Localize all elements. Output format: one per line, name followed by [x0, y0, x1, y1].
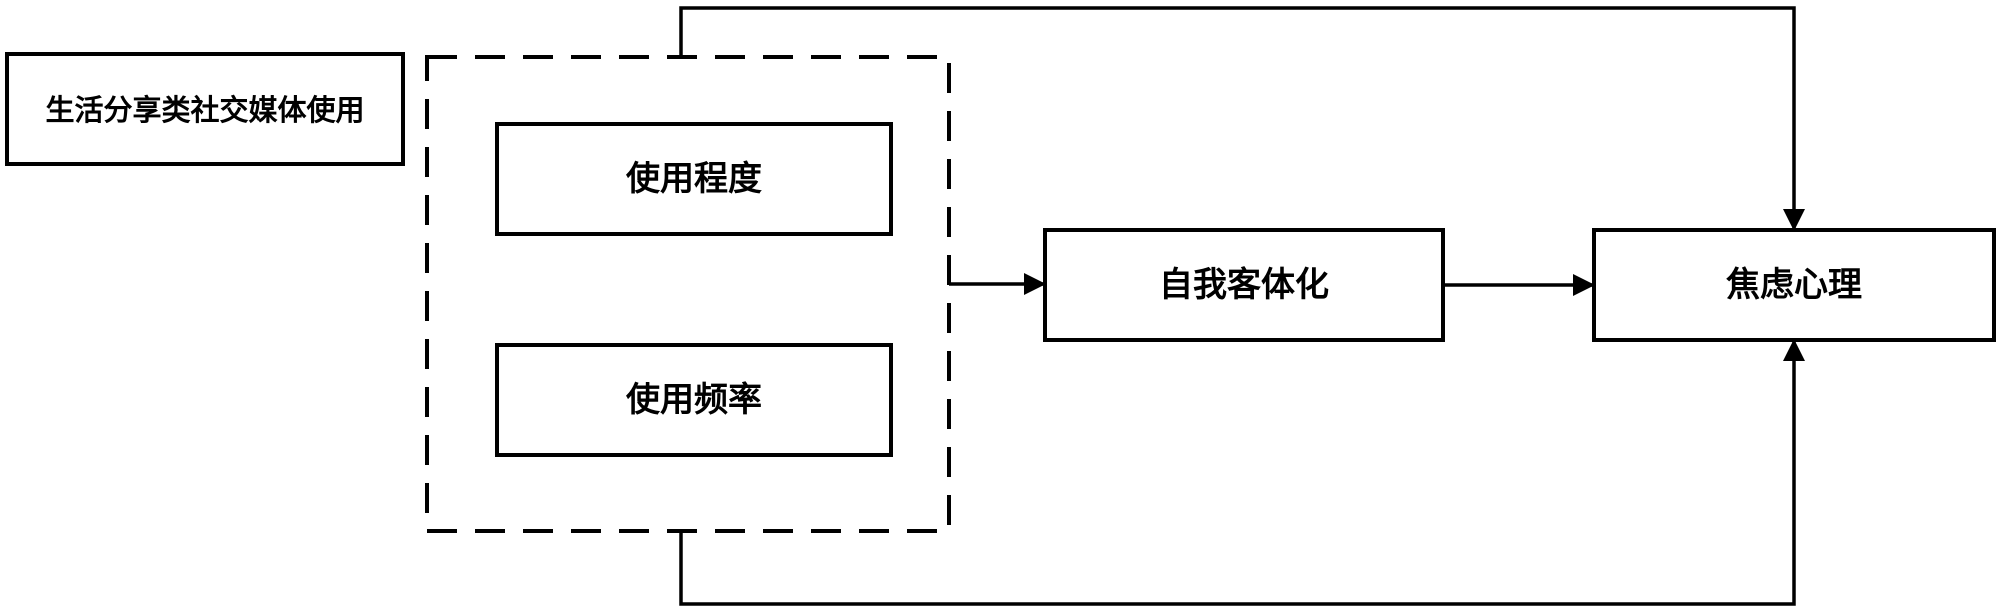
- usage-degree-label: 使用程度: [625, 159, 762, 199]
- arrow-bottom-path-to-anxiety: [679, 339, 1805, 606]
- anxiety-label: 焦虑心理: [1726, 265, 1862, 305]
- usage-frequency-box: 使用频率: [495, 343, 893, 457]
- arrow-top-path-to-anxiety: [679, 6, 1805, 231]
- source-box: 生活分享类社交媒体使用: [5, 52, 405, 166]
- usage-frequency-label: 使用频率: [625, 380, 762, 420]
- usage-degree-box: 使用程度: [495, 122, 893, 236]
- self-objectification-label: 自我客体化: [1159, 265, 1329, 305]
- anxiety-box: 焦虑心理: [1592, 228, 1996, 342]
- usage-group-dashed-box: [425, 55, 951, 533]
- self-objectification-box: 自我客体化: [1043, 228, 1445, 342]
- source-box-label: 生活分享类社交媒体使用: [45, 93, 364, 127]
